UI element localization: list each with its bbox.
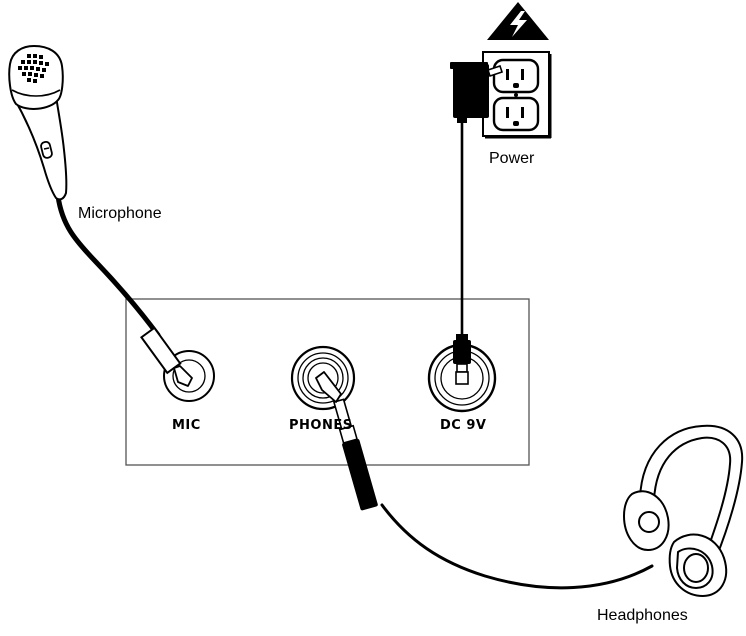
quarter-inch-plug-icon: [315, 371, 378, 511]
power-adapter-icon: [450, 62, 504, 123]
headphones-icon: [623, 424, 744, 597]
mic-plug: [140, 326, 193, 387]
headphones-cable: [380, 503, 654, 590]
phones-jack-label: PHONES: [289, 418, 353, 433]
mic-cable: [55, 193, 161, 338]
microphone-icon: [8, 44, 68, 201]
mic-grille: [18, 54, 49, 83]
wall-outlet-icon: [482, 51, 552, 139]
headphones-label: Headphones: [597, 607, 688, 624]
microphone-label: Microphone: [78, 205, 162, 222]
power-label: Power: [489, 150, 535, 167]
back-panel: [125, 298, 530, 466]
dc-plug-icon: [453, 334, 471, 385]
mic-jack-label: MIC: [172, 418, 201, 433]
high-voltage-warning-icon: [487, 2, 549, 40]
dc-jack-label: DC 9V: [440, 418, 487, 433]
